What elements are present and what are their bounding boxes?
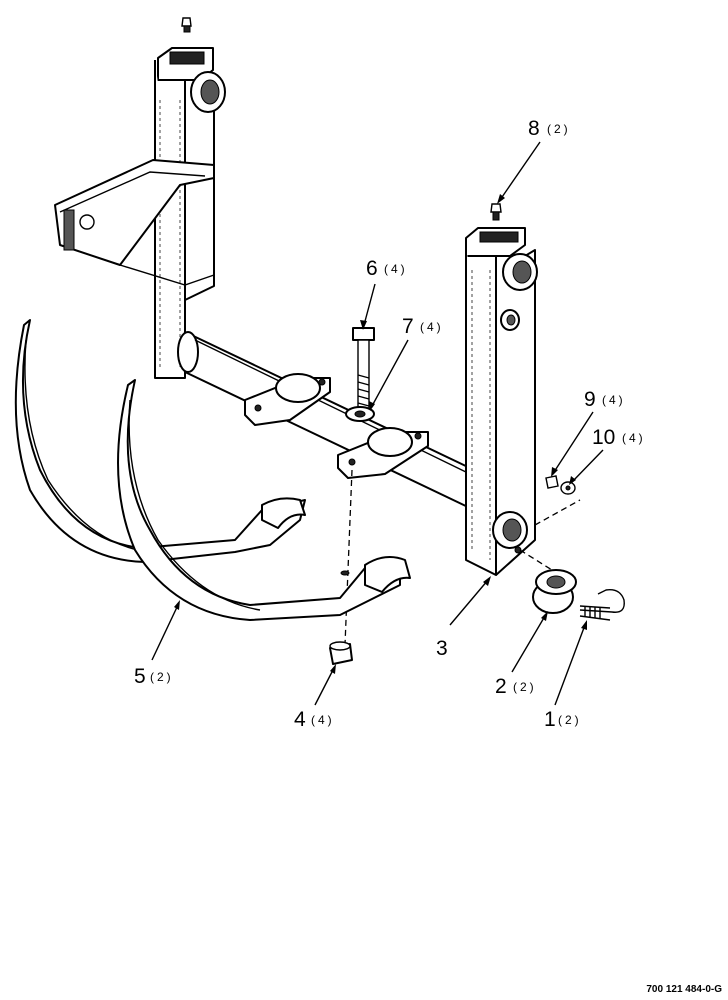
svg-text:2: 2 xyxy=(495,675,507,698)
callout-1: 1 (2) xyxy=(544,708,582,731)
svg-text:5: 5 xyxy=(134,665,146,688)
leader-lines xyxy=(151,141,604,706)
svg-text:8: 8 xyxy=(528,117,540,140)
svg-text:(4): (4) xyxy=(420,320,444,334)
assembly-line xyxy=(344,469,353,646)
svg-text:10: 10 xyxy=(592,426,615,449)
left-upright-frame xyxy=(54,17,226,379)
right-upright-arm xyxy=(465,203,538,576)
bolt xyxy=(352,327,375,411)
center-clamp xyxy=(337,427,429,479)
callout-3: 3 xyxy=(436,637,448,660)
svg-text:1: 1 xyxy=(544,708,556,731)
hex-nut xyxy=(329,641,353,665)
tine-back xyxy=(14,319,306,563)
lock-nut xyxy=(545,475,559,489)
callout-2: 2 (2) xyxy=(495,675,537,698)
svg-text:9: 9 xyxy=(584,388,596,411)
callout-9: 9 (4) xyxy=(584,388,626,411)
svg-text:(4): (4) xyxy=(311,713,335,727)
svg-text:4: 4 xyxy=(294,708,306,731)
callout-4: 4 (4) xyxy=(294,708,335,731)
tine-front xyxy=(117,379,411,621)
svg-text:(2): (2) xyxy=(558,713,582,727)
svg-text:(2): (2) xyxy=(513,680,537,694)
callout-7: 7 (4) xyxy=(402,315,444,338)
svg-text:7: 7 xyxy=(402,315,414,338)
tine-shaft xyxy=(177,331,471,509)
svg-text:3: 3 xyxy=(436,637,448,660)
figure-number: 700 121 484-0-G xyxy=(646,984,722,995)
flat-washer xyxy=(560,481,576,495)
u-bolt xyxy=(579,589,625,621)
svg-text:6: 6 xyxy=(366,257,378,280)
svg-text:(2): (2) xyxy=(547,122,571,136)
svg-text:(4): (4) xyxy=(622,431,646,445)
svg-text:(4): (4) xyxy=(384,262,408,276)
svg-text:(4): (4) xyxy=(602,393,626,407)
rubber-bushing xyxy=(532,569,577,614)
callout-6: 6 (4) xyxy=(366,257,408,280)
upper-clamp xyxy=(244,373,331,426)
svg-text:(2): (2) xyxy=(150,670,174,684)
callout-5: 5 (2) xyxy=(134,665,174,688)
callout-8: 8 (2) xyxy=(528,117,571,140)
callout-10: 10 (4) xyxy=(592,426,646,449)
